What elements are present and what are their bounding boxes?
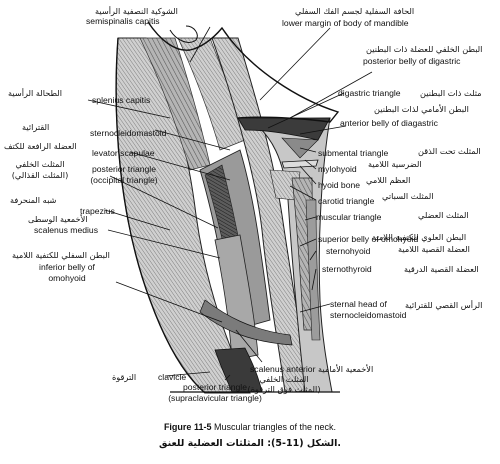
trapezius-label: trapezius	[80, 206, 115, 216]
arabic-caption: الشكل (11-5): المثلثات العضلية للعنق.	[159, 438, 341, 449]
supraclavicular-triangle-label: (supraclavicular triangle)	[168, 393, 262, 403]
inferior-omohyoid-label: inferior belly of	[39, 262, 95, 272]
figure-number: Figure 11-5	[163, 422, 212, 432]
sternothyroid-arabic-label: العضلة القصية الدرقية	[404, 264, 479, 274]
carotid-label: carotid triangle	[318, 196, 375, 206]
carotid-arabic-label: المثلث السباتي	[382, 191, 434, 201]
sternal-head-scm-label: sternocleidomastoid	[330, 310, 407, 320]
sternothyroid-label: sternothyroid	[322, 264, 372, 274]
scalenus-medius-arabic-label: الأخمعية الوسطى	[28, 214, 88, 224]
mandible-arabic-label: الحافة السفلية لجسم الفك السفلي	[295, 6, 415, 16]
figure-caption: Figure 11-5 Muscular triangles of the ne…	[0, 422, 500, 432]
digastric-triangle-arabic-label: مثلث ذات البطنين	[420, 88, 482, 98]
posterior-triangle-label: posterior triangle	[91, 164, 156, 174]
semispinalis-label: semispinalis capitis	[86, 16, 160, 26]
splenius-label: splenius capitis	[92, 95, 151, 105]
submental-label: submental triangle	[318, 148, 389, 158]
leader-lines	[87, 26, 373, 381]
sternal-head-arabic-label: الرأس القصي للقترائية	[405, 300, 483, 310]
scalenus-anterior-label: scalenus anterior	[250, 364, 316, 374]
supraclavicular-arabic-sub-label: (المثلث فوق الترقوة)	[247, 384, 321, 394]
occipital-triangle-label: (occipital triangle)	[90, 175, 158, 185]
mandible-outline	[147, 21, 340, 123]
anterior-digastric-arabic-label: البطن الأمامي لذات البطنين	[374, 104, 469, 114]
levator-scapulae-label: levator scapulae	[92, 148, 155, 158]
sternohyoid-shape	[305, 199, 321, 341]
muscular-triangle-label: muscular triangle	[316, 212, 382, 222]
hyoid-label: hyoid bone	[318, 180, 361, 190]
clavicle-label: clavicle	[158, 372, 187, 382]
mylohyoid-arabic-label: الضرسية اللامية	[368, 159, 422, 169]
sternohyoid-label: sternohyoid	[326, 246, 371, 256]
ear-outline	[169, 25, 198, 43]
superior-omohyoid-arabic-label: البطن العلوي للكتفية اللامية	[372, 232, 467, 242]
submental-arabic-label: المثلث تحت الذقن	[418, 146, 481, 156]
muscular-triangle-arabic-label: المثلث العضلي	[418, 210, 469, 220]
posterior-triangle-2-label: posterior triangle	[182, 382, 247, 392]
omohyoid-label: omohyoid	[48, 273, 86, 283]
scm-arabic-label: القترائية	[22, 122, 50, 132]
posterior-triangle-arabic-sub-label: (المثلث القذالي)	[11, 170, 69, 180]
hyoid-arabic-label: العظم اللامي	[366, 175, 411, 185]
mandible-label: lower margin of body of mandible	[282, 18, 409, 28]
inferior-omohyoid-arabic-label: البطن السفلي للكتفية اللامية	[12, 250, 110, 260]
supraclavicular-arabic-label: المثلث الخلفي	[259, 374, 309, 384]
inferior-omohyoid-shape	[199, 299, 293, 346]
semispinalis-arabic-label: الشوكية النصفية الرأسية	[95, 6, 178, 16]
scm-label: sternocleidomastoid	[90, 128, 167, 138]
scalenus-medius-label: scalenus medius	[34, 225, 99, 235]
clavicle-arabic-label: الترقوة	[112, 372, 137, 382]
levator-scapulae-arabic-label: العضلة الرافعة للكتف	[4, 141, 77, 151]
scalenus-anterior-arabic-label: الأخمعية الأمامية	[318, 364, 374, 374]
figure-text: Muscular triangles of the neck.	[213, 422, 337, 432]
trapezius-outline	[115, 37, 206, 394]
mylohyoid-label: mylohyoid	[318, 164, 357, 174]
posterior-digastric-label: posterior belly of digastric	[363, 56, 461, 66]
splenius-arabic-label: الطحالة الرأسية	[8, 88, 63, 98]
superior-omohyoid-label: superior belly of omohyoid	[318, 234, 419, 244]
posterior-digastric-arabic-label: البطن الخلفي للعضلة ذات البطنين	[366, 44, 483, 54]
sternal-head-label: sternal head of	[330, 299, 387, 309]
sternohyoid-arabic-label: العضلة القصية اللامية	[398, 244, 470, 254]
digastric-triangle-label: digastric triangle	[338, 88, 401, 98]
anterior-digastric-label: anterior belly of diagastric	[340, 118, 438, 128]
trapezius-arabic-label: شبه المنحرفة	[10, 195, 57, 205]
posterior-triangle-arabic-label: المثلث الخلفي	[15, 159, 65, 169]
